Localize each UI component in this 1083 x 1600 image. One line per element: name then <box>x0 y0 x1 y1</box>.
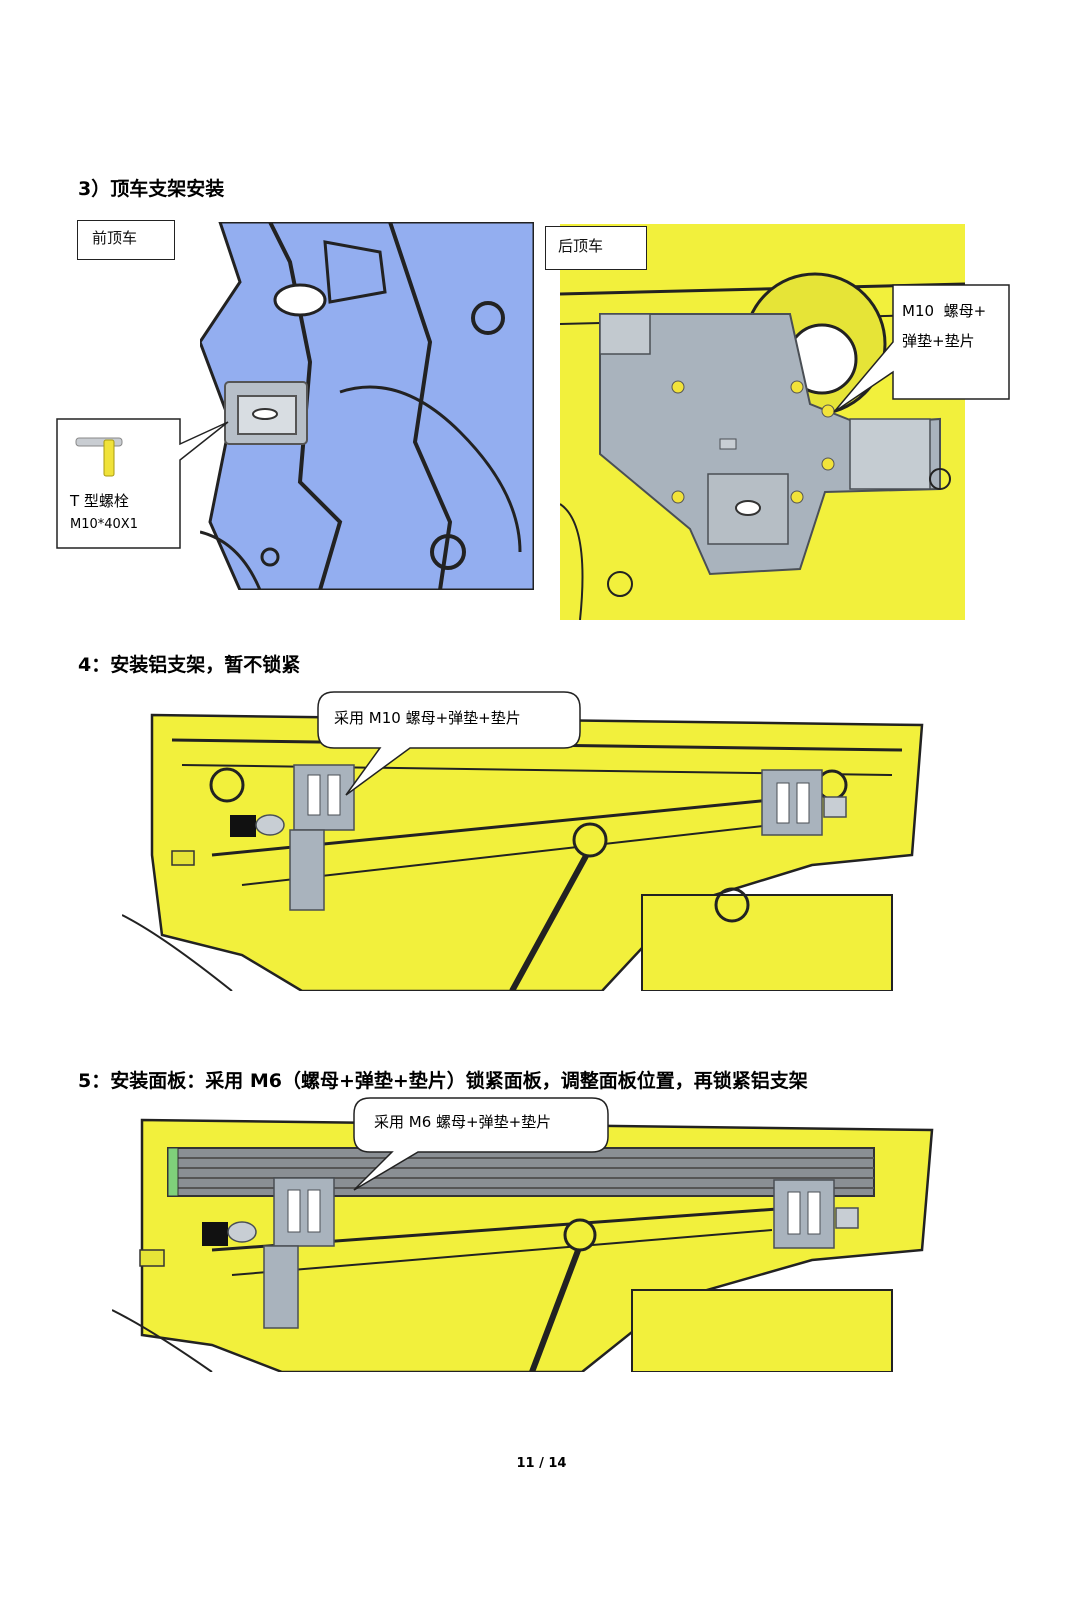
page-number: 11 / 14 <box>516 1456 567 1471</box>
panel-install-figure <box>112 1110 950 1372</box>
section-4-callout-shape <box>317 691 581 796</box>
front-jack-label: 前顶车 <box>77 220 175 260</box>
nut-callout-line2: 弹垫+垫片 <box>902 332 975 350</box>
bolt-callout-shape <box>56 418 229 549</box>
rear-jack-label: 后顶车 <box>545 226 647 270</box>
section-5-callout-shape <box>353 1097 609 1191</box>
section-5-callout-text: 采用 M6 螺母+弹垫+垫片 <box>374 1113 552 1131</box>
section-4-callout-text: 采用 M10 螺母+弹垫+垫片 <box>334 709 521 727</box>
nut-callout-shape <box>833 284 1010 413</box>
bolt-type-label: T 型螺栓 <box>70 492 129 510</box>
bolt-icon <box>70 430 140 480</box>
aluminum-bracket-figure <box>122 705 940 991</box>
section-5-title: 5：安装面板：采用 M6（螺母+弹垫+垫片）锁紧面板，调整面板位置，再锁紧铝支架 <box>78 1070 808 1092</box>
section-3-title: 3）顶车支架安装 <box>78 178 225 200</box>
nut-callout-line1: M10 螺母+ <box>902 302 987 320</box>
front-jack-figure <box>200 222 534 590</box>
section-4-title: 4：安装铝支架，暂不锁紧 <box>78 654 301 676</box>
bolt-spec-label: M10*40X1 <box>70 517 138 532</box>
